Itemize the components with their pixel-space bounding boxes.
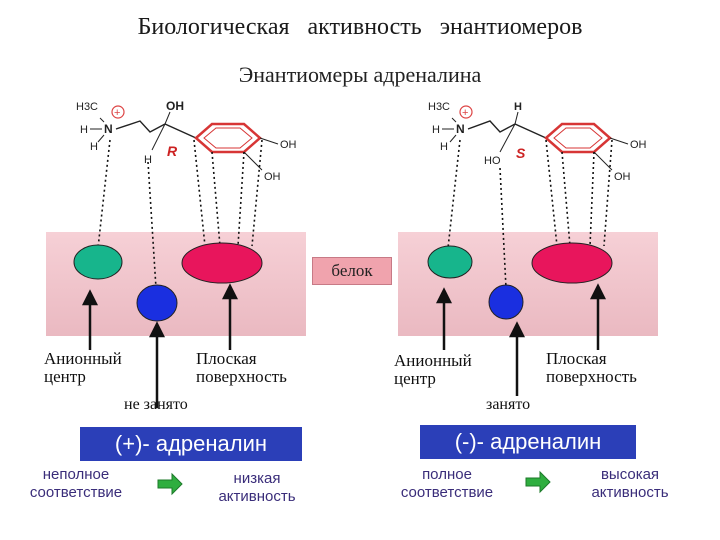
binding-lines-left xyxy=(97,139,263,289)
h-atom: H xyxy=(90,141,98,153)
molecule-left: H3C + H N H OH H R OH OH xyxy=(76,99,297,183)
methyl-label: H3C xyxy=(76,101,98,113)
charge-plus-icon xyxy=(111,105,125,119)
config-label-right: S xyxy=(516,145,526,161)
name-left: (+)- адреналин xyxy=(80,427,302,461)
arrows-left xyxy=(81,283,239,408)
arrow-right-icon xyxy=(157,472,183,496)
oh-atom: OH xyxy=(280,139,297,151)
h-atom: H xyxy=(432,124,440,136)
name-right: (-)- адреналин xyxy=(420,425,636,459)
h-atom: H xyxy=(80,124,88,136)
molecule-right: H3C + H N H H HO S OH OH xyxy=(428,101,647,183)
charge-plus-text: + xyxy=(114,107,120,119)
state-right: занято xyxy=(486,396,531,413)
page-subtitle: Энантиомеры адреналина xyxy=(238,62,482,87)
oh-atom: OH xyxy=(630,139,647,151)
blue-site-right xyxy=(488,284,524,320)
config-label-left: R xyxy=(167,143,178,159)
h-atom: H xyxy=(514,101,522,113)
flat-site-left xyxy=(181,242,263,284)
anionic-site-right xyxy=(427,245,473,279)
methyl-label: H3C xyxy=(428,101,450,113)
binding-lines-right xyxy=(447,139,613,289)
arrow-right-icon xyxy=(525,470,551,494)
flat-site-right xyxy=(531,242,613,284)
blue-site-left xyxy=(136,284,178,322)
n-atom: N xyxy=(104,122,113,136)
h-atom: H xyxy=(144,154,152,166)
anionic-site-left xyxy=(73,244,123,280)
charge-plus-text: + xyxy=(462,107,468,119)
oh-atom: OH xyxy=(614,171,631,183)
page-title: Биологическая активность энантиомеров xyxy=(137,14,583,40)
protein-label: белок xyxy=(312,257,392,285)
n-atom: N xyxy=(456,122,465,136)
arrows-right xyxy=(435,283,607,396)
oh-atom: OH xyxy=(166,99,184,113)
state-left: не занято xyxy=(124,396,188,413)
ho-atom: HO xyxy=(484,155,501,167)
oh-atom: OH xyxy=(264,171,281,183)
charge-plus-icon xyxy=(459,105,473,119)
h-atom: H xyxy=(440,141,448,153)
